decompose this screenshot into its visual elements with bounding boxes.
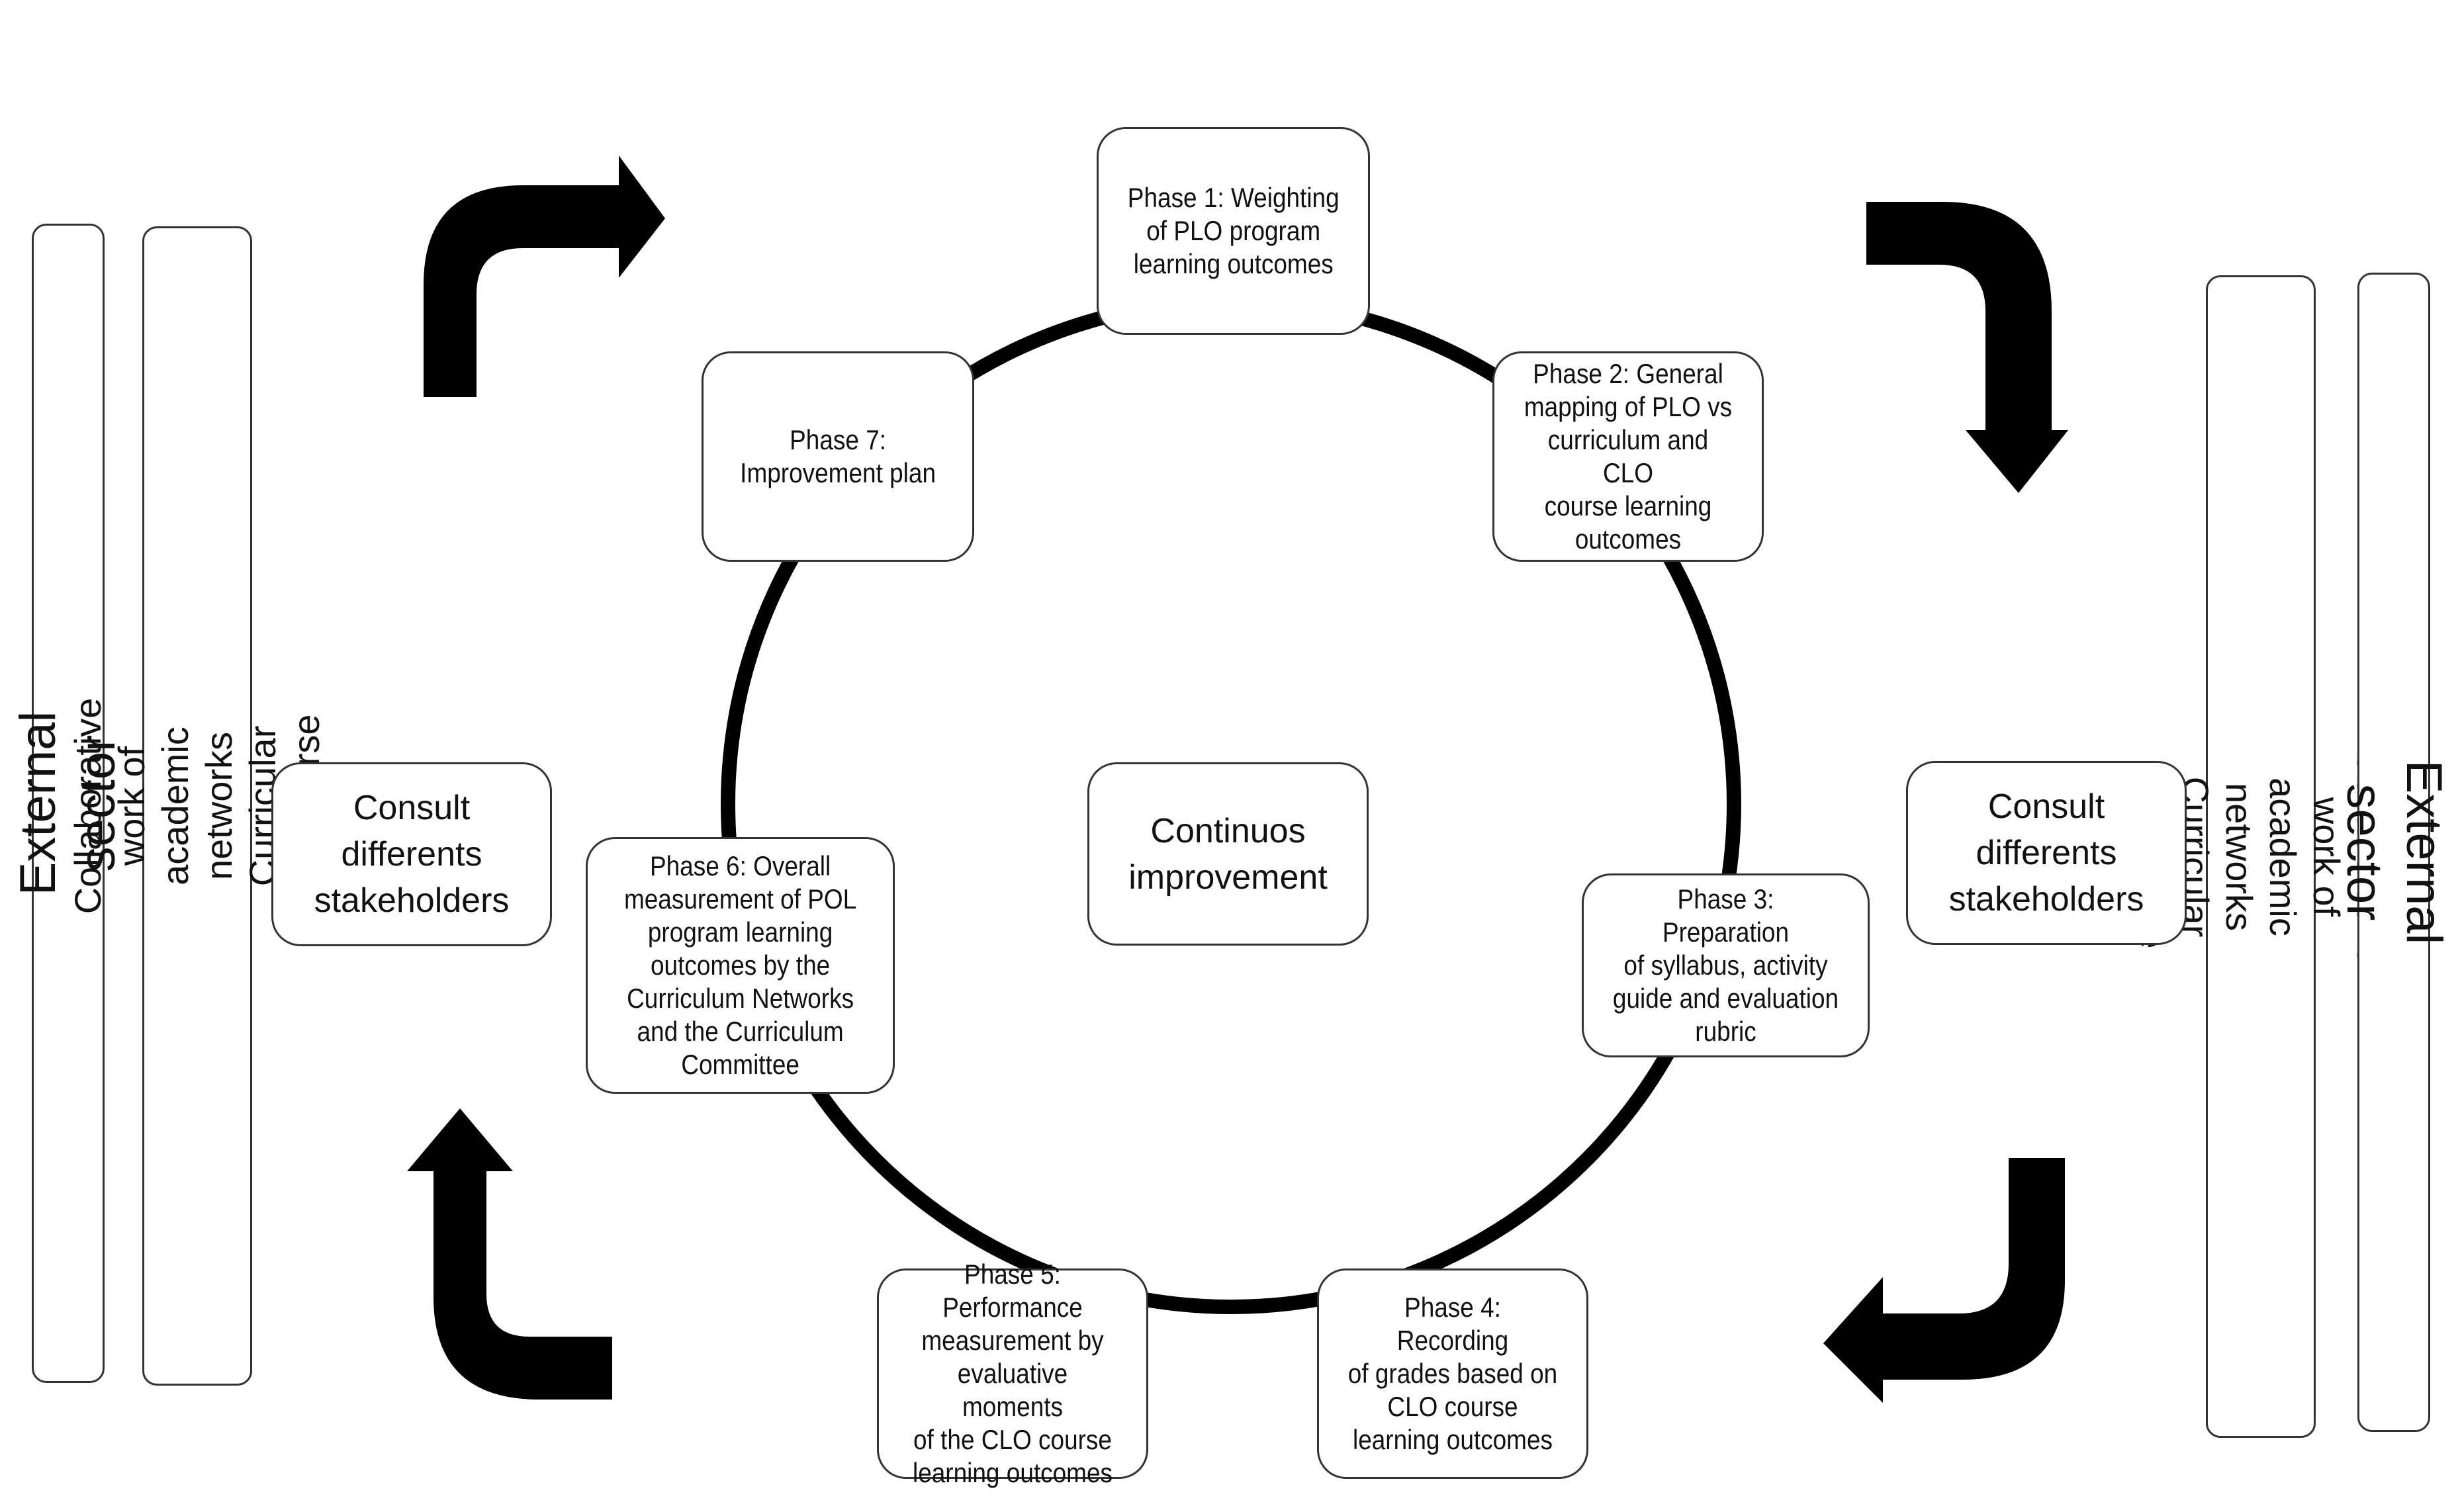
arrow-bottom-right-icon xyxy=(1823,1158,2065,1403)
phase-1-box: Phase 1: Weighting of PLO program learni… xyxy=(1097,127,1370,335)
arrow-top-left-icon xyxy=(424,156,665,397)
left-consult-stakeholders-box: Consult differents stakeholders xyxy=(271,762,552,946)
center-continuous-improvement-box: Continuos improvement xyxy=(1087,762,1369,946)
phase-5-box: Phase 5: Performance measurement by eval… xyxy=(877,1259,1148,1488)
phase-4-box: Phase 4: Recording of grades based on CL… xyxy=(1317,1268,1588,1479)
left-external-sector-bar: External sector xyxy=(10,224,126,1383)
right-collab-work-bar: Collaborative work of academic networks … xyxy=(2131,275,2391,1438)
left-consult-stakeholders-label: Consult differents stakeholders xyxy=(314,789,510,920)
right-consult-stakeholders-label: Consult differents stakeholders xyxy=(1948,787,2144,918)
center-continuous-improvement-label: Continuos improvement xyxy=(1128,811,1328,897)
arrow-top-right-icon xyxy=(1866,202,2068,493)
right-external-sector-bar: External sector xyxy=(2336,273,2452,1432)
phase-7-box: Phase 7: Improvement plan xyxy=(702,351,974,562)
phase-2-label: Phase 2: General mapping of PLO vs curri… xyxy=(1524,358,1733,555)
phase-6-box: Phase 6: Overall measurement of POL prog… xyxy=(586,837,895,1094)
arrow-bottom-left-icon xyxy=(407,1108,612,1400)
right-consult-stakeholders-box: Consult differents stakeholders xyxy=(1906,761,2187,945)
phase-6-label: Phase 6: Overall measurement of POL prog… xyxy=(623,850,857,1080)
phase-7-label: Phase 7: Improvement plan xyxy=(740,424,936,488)
phase-1-label: Phase 1: Weighting of PLO program learni… xyxy=(1127,182,1340,279)
phase-3-box: Phase 3: Preparation of syllabus, activi… xyxy=(1582,873,1870,1057)
phase-2-box: Phase 2: General mapping of PLO vs curri… xyxy=(1492,351,1764,562)
phase-4-label: Phase 4: Recording of grades based on CL… xyxy=(1347,1292,1558,1455)
right-external-sector-label: External sector xyxy=(2336,760,2452,945)
left-collab-work-bar: Collaborative work of academic networks … xyxy=(67,226,327,1386)
phase-5-label: Phase 5: Performance measurement by eval… xyxy=(912,1259,1113,1488)
phase-3-label: Phase 3: Preparation of syllabus, activi… xyxy=(1612,883,1839,1047)
